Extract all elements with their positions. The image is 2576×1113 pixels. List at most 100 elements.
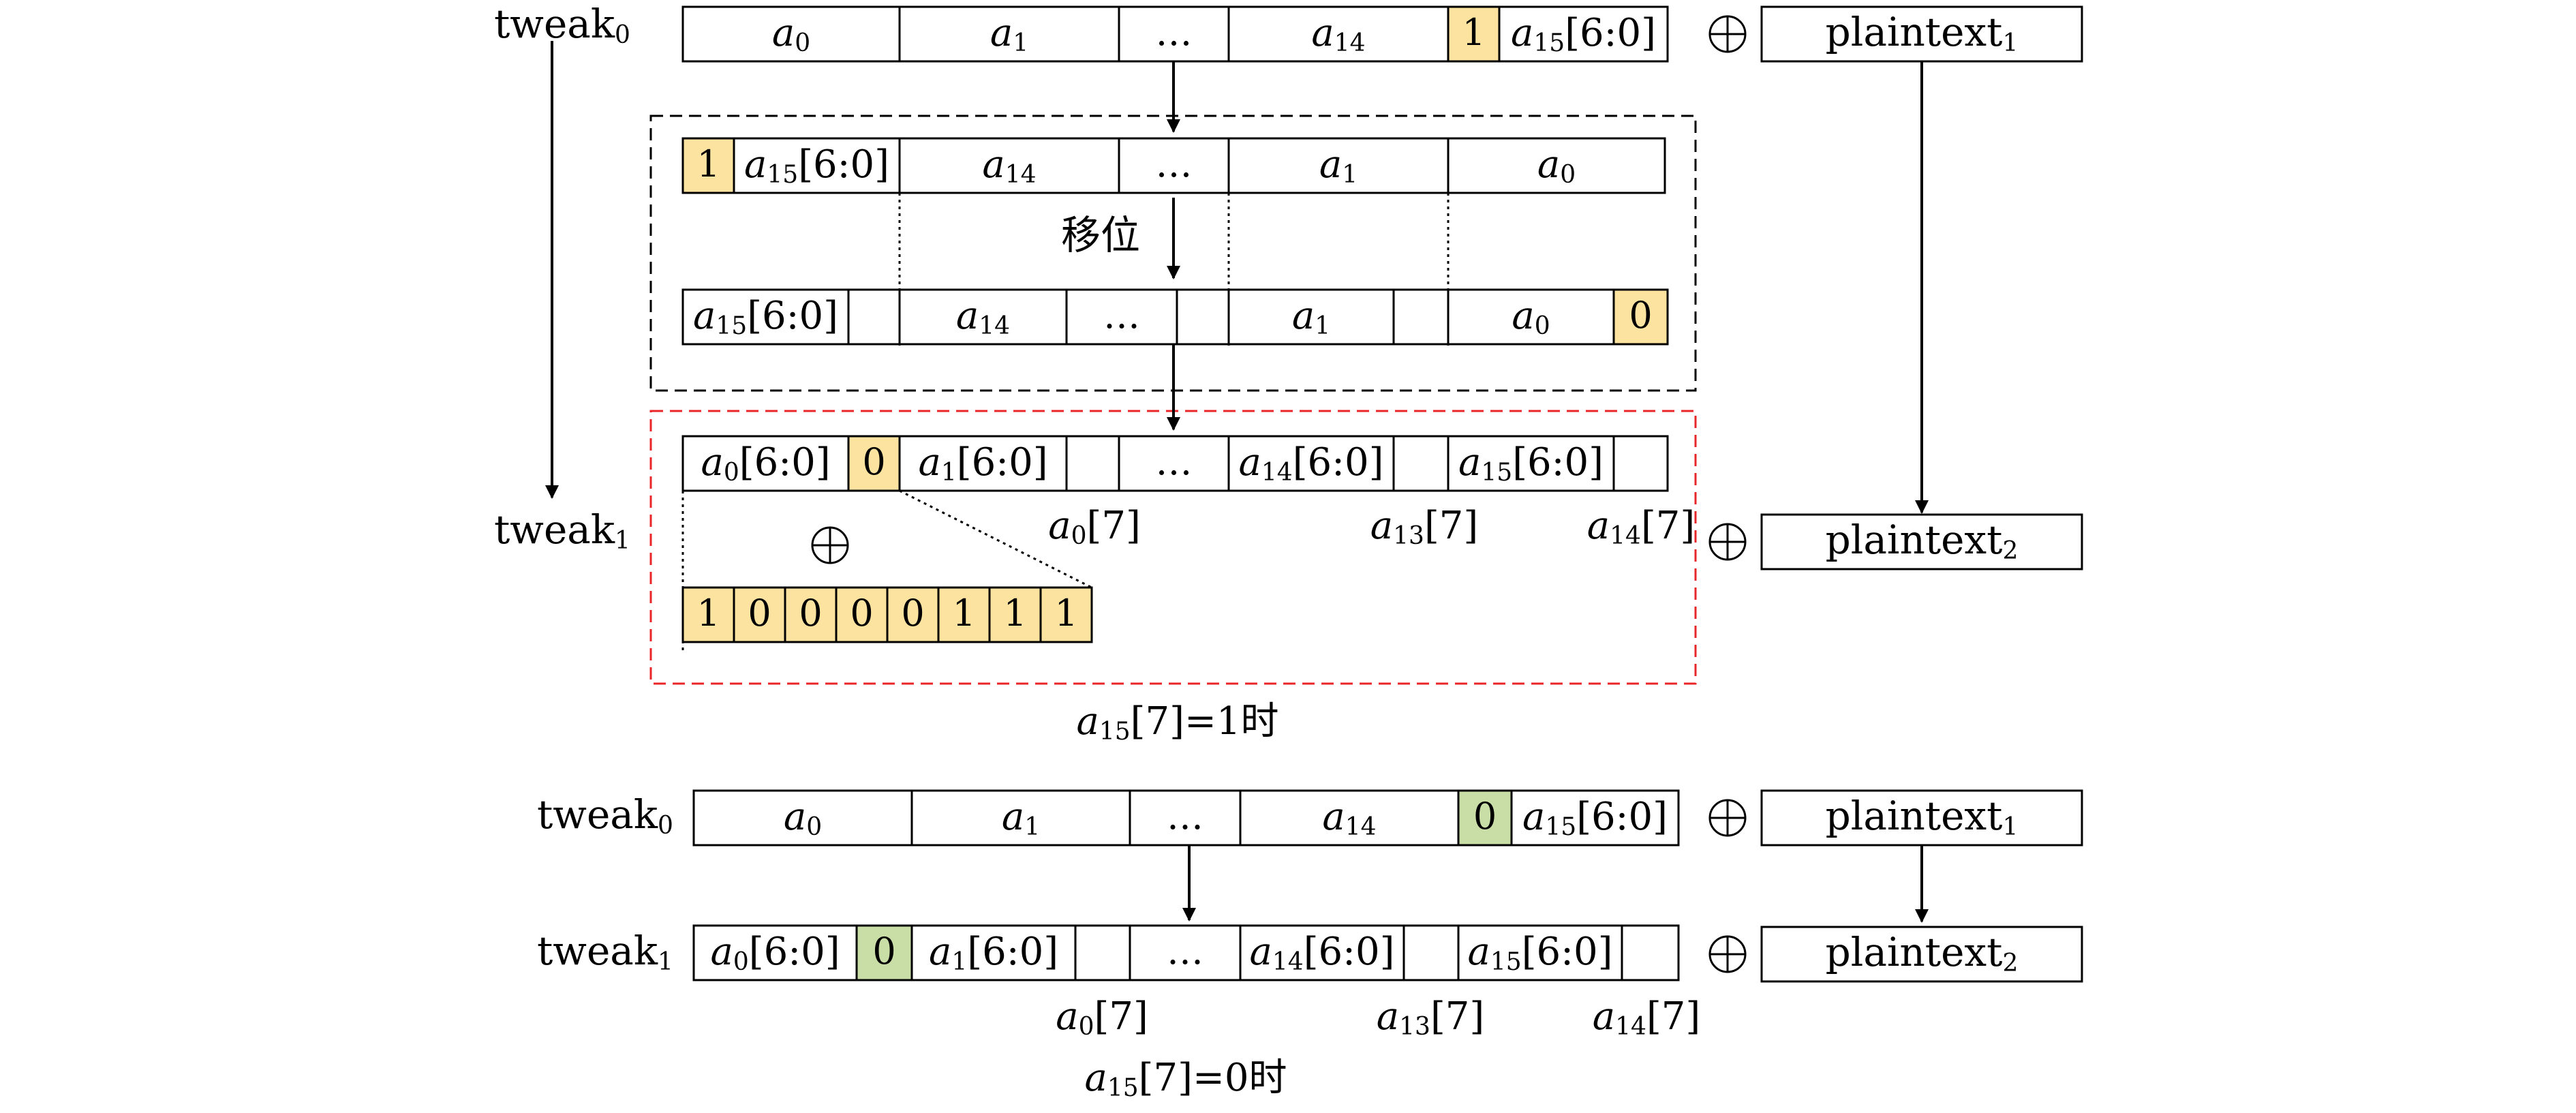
cell-label: 0 xyxy=(850,592,873,635)
cell-label: a0 xyxy=(784,795,822,842)
cell-label: 0 xyxy=(1629,294,1652,337)
register-cell xyxy=(1447,288,1615,346)
plaintext-label: plaintext1 xyxy=(1826,9,2019,57)
xor-icon xyxy=(811,526,849,564)
cell-label: a14 xyxy=(982,142,1036,189)
cell-label: … xyxy=(1103,294,1140,337)
cell-label: 0 xyxy=(799,592,822,635)
register-cell xyxy=(1227,435,1395,492)
cell-label: a14 xyxy=(956,294,1010,341)
register-cell xyxy=(1447,137,1666,194)
register-cell xyxy=(1457,924,1623,981)
dotted-guide xyxy=(899,489,1092,589)
cell-label: a15[6:0] xyxy=(1511,11,1656,58)
bottom-tweak1-label: tweak1 xyxy=(537,928,673,976)
side-labels: tweak0tweak1tweak0tweak1plaintext1plaint… xyxy=(494,1,2083,1103)
register-cell xyxy=(1065,288,1178,346)
cell-label: a14 xyxy=(1322,795,1376,842)
register-cell xyxy=(681,288,850,346)
register-cell xyxy=(1447,435,1615,492)
register-cell xyxy=(1621,924,1680,981)
cell-label: 0 xyxy=(862,440,885,483)
case2-caption: a15[7]=0时 xyxy=(1084,1056,1287,1103)
cell-label: a1 xyxy=(990,11,1028,58)
cell-label: 1 xyxy=(696,592,720,635)
register-cell xyxy=(1457,789,1513,847)
register-cell xyxy=(1392,435,1450,492)
top-msb-label: a13[7] xyxy=(1370,504,1479,551)
register-cell xyxy=(1227,288,1395,346)
bottom-msb-label: a14[7] xyxy=(1593,994,1701,1041)
cell-label: a0 xyxy=(1537,142,1576,189)
cell-label: a15[6:0] xyxy=(1522,795,1668,842)
register-cell xyxy=(1612,288,1669,346)
cell-label: a1 xyxy=(1319,142,1358,189)
register-cell xyxy=(1118,137,1230,194)
cell-label: a14[6:0] xyxy=(1249,930,1394,977)
cell-label: … xyxy=(1167,795,1203,838)
cell-label: a14 xyxy=(1311,11,1365,58)
register-cell xyxy=(1239,924,1405,981)
register-rows: a0 a1 … a14 1 a15[6:0] 1 a15[6:0] a14 … a1 a0 a15[6:… xyxy=(681,5,1680,981)
cell-label: a15[6:0] xyxy=(1458,440,1604,487)
bottom-msb-label: a0[7] xyxy=(1056,994,1148,1041)
register-cell xyxy=(733,137,901,194)
register-cell xyxy=(910,924,1077,981)
cell-label: 1 xyxy=(952,592,975,635)
register-cell xyxy=(1129,924,1242,981)
register-cell xyxy=(1227,137,1450,194)
register-cell xyxy=(1498,5,1669,63)
register-cell xyxy=(1510,789,1680,847)
top-msb-label: a0[7] xyxy=(1048,504,1141,551)
cell-label: a1[6:0] xyxy=(918,440,1047,487)
shift-label: 移位 xyxy=(1061,212,1140,258)
register-cell xyxy=(886,586,940,643)
cell-label: a15[6:0] xyxy=(744,142,889,189)
cell-label: a1 xyxy=(1292,294,1330,341)
plaintext-box: plaintext1 xyxy=(1760,5,2083,63)
register-cell xyxy=(1612,435,1669,492)
register-cell xyxy=(681,586,735,643)
register-cell xyxy=(847,288,901,346)
plaintext-box: plaintext2 xyxy=(1760,513,2083,570)
register-cell xyxy=(898,137,1120,194)
register-cell xyxy=(784,586,838,643)
register-cell xyxy=(1176,288,1230,346)
tweak1-label: tweak1 xyxy=(494,506,630,555)
register-cell xyxy=(733,586,786,643)
register-cell xyxy=(910,789,1131,847)
register-cell xyxy=(1392,288,1450,346)
bottom-msb-label: a13[7] xyxy=(1377,994,1485,1041)
cell-label: 0 xyxy=(901,592,924,635)
register-cell xyxy=(1227,5,1450,63)
cell-label: a15[6:0] xyxy=(1467,930,1612,977)
plaintext-label: plaintext2 xyxy=(1826,517,2019,565)
cell-label: … xyxy=(1167,930,1203,973)
cell-label: a1[6:0] xyxy=(929,930,1058,977)
xor-icon xyxy=(1708,935,1747,973)
plaintext-label: plaintext1 xyxy=(1826,793,2019,841)
connector-lines xyxy=(545,41,1929,923)
tweak0-label: tweak0 xyxy=(494,1,630,49)
xor-icon xyxy=(1708,523,1747,561)
register-cell xyxy=(847,435,901,492)
cell-label: 0 xyxy=(748,592,771,635)
cell-label: a1 xyxy=(1002,795,1040,842)
register-cell xyxy=(855,924,913,981)
register-cell xyxy=(1402,924,1460,981)
plaintext-box: plaintext2 xyxy=(1760,926,2083,983)
xor-icon xyxy=(1708,15,1747,53)
cell-label: 1 xyxy=(1462,11,1485,54)
register-cell xyxy=(1074,924,1131,981)
register-cell xyxy=(937,586,991,643)
register-cell xyxy=(1039,586,1093,643)
cell-label: a0[6:0] xyxy=(701,440,830,487)
register-cell xyxy=(692,924,858,981)
